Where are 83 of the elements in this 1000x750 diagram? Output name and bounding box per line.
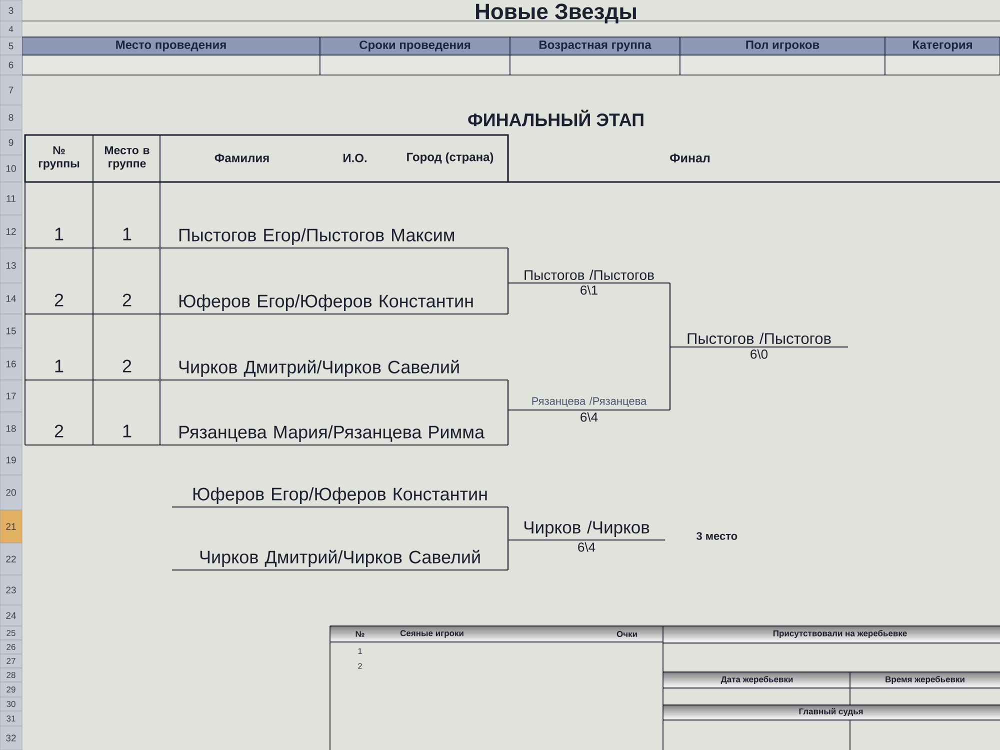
bracket-line	[507, 507, 509, 540]
score: 6\0	[750, 349, 768, 359]
column-header: Дата жеребьевки	[720, 676, 793, 684]
player-name: Рязанцева Мария/Рязанцева Римма	[160, 425, 508, 446]
row-number: 2	[358, 663, 362, 669]
row-header: 29	[0, 682, 22, 698]
row-header: 12	[0, 214, 22, 248]
row-header: 15	[0, 314, 22, 348]
match-winner: Пыстогов /Пыстогов	[670, 332, 848, 348]
match-winner: Пыстогов /Пыстогов	[508, 270, 670, 284]
score: 6\1	[580, 285, 598, 295]
group-number: 1	[55, 360, 64, 372]
row-header: 30	[0, 696, 22, 712]
row-header: 13	[0, 248, 22, 284]
row-number: 1	[358, 648, 362, 654]
row-header: 27	[0, 654, 22, 668]
bracket-line	[669, 347, 671, 410]
header-cell: Место проведения	[22, 36, 320, 56]
place-number: 2	[122, 360, 132, 372]
row-header: 8	[0, 104, 22, 130]
row-header: 18	[0, 412, 22, 446]
row-header: 25	[0, 626, 22, 640]
row-header: 14	[0, 282, 22, 314]
column-header: Присутствовали на жеребьевке	[773, 630, 907, 638]
header-cell: Сроки проведения	[320, 36, 510, 56]
bracket-line	[507, 248, 509, 283]
row-header: 24	[0, 604, 22, 626]
row-header: 26	[0, 640, 22, 654]
column-header: Фамилия	[214, 154, 269, 162]
bracket-line	[507, 410, 509, 445]
place-number: 2	[122, 294, 132, 306]
column-header: Главный судья	[799, 708, 863, 716]
row-header: 11	[0, 182, 22, 216]
group-number: 2	[54, 294, 64, 306]
column-header: И.О.	[344, 154, 366, 162]
column-header: Финал	[670, 154, 710, 162]
column-header: Сеяные игроки	[400, 630, 464, 638]
column-header: Время жеребьевки	[886, 676, 964, 684]
group-number: 2	[54, 424, 64, 438]
column-header: Очки	[616, 631, 637, 638]
row-header: 9	[0, 130, 22, 156]
bracket-line	[669, 283, 671, 347]
row-header: 3	[0, 0, 22, 22]
row-header: 19	[0, 444, 22, 476]
section-heading: ФИНАЛЬНЫЙ ЭТАП	[468, 110, 644, 126]
place-number: 1	[123, 228, 132, 240]
match-winner: Чирков /Чирков	[508, 520, 665, 541]
row-header: 17	[0, 380, 22, 412]
row-header: 22	[0, 542, 22, 576]
score: 6\4	[578, 542, 596, 552]
column-header: №	[356, 631, 364, 637]
place-label: 3 место	[696, 532, 738, 540]
column-header: Город (страна)	[407, 152, 494, 164]
group-number: 1	[55, 228, 64, 240]
score: 6\4	[580, 412, 598, 422]
bracket-line	[507, 283, 509, 314]
player-name: Пыстогов Егор/Пыстогов Максим	[160, 228, 508, 249]
row-header: 16	[0, 348, 22, 380]
header-cell: Категория	[884, 36, 1000, 56]
header-cell: Возрастная группа	[510, 36, 680, 56]
row-header: 21	[0, 510, 22, 544]
row-header: 20	[0, 474, 22, 510]
title: Новые Звезды	[476, 4, 636, 24]
row-header: 6	[0, 54, 22, 76]
match-winner: Рязанцева /Рязанцева	[508, 396, 670, 411]
row-header: 4	[0, 20, 22, 38]
player-name: Чирков Дмитрий/Чирков Савелий	[172, 550, 508, 571]
row-header: 31	[0, 710, 22, 726]
row-header: 7	[0, 74, 22, 106]
player-name: Юферов Егор/Юферов Константин	[160, 294, 508, 315]
bracket-line	[507, 540, 509, 570]
column-header: № группы	[38, 146, 80, 170]
row-header: 10	[0, 154, 22, 182]
row-header: 23	[0, 574, 22, 606]
bracket-line	[507, 380, 509, 410]
player-name: Юферов Егор/Юферов Константин	[172, 487, 508, 508]
column-header: Место в группе	[104, 146, 150, 170]
player-name: Чирков Дмитрий/Чирков Савелий	[160, 360, 508, 381]
header-cell: Пол игроков	[680, 36, 886, 56]
place-number: 1	[123, 424, 132, 438]
row-header: 32	[0, 726, 22, 750]
row-header: 5	[0, 36, 22, 56]
row-header: 28	[0, 668, 22, 682]
